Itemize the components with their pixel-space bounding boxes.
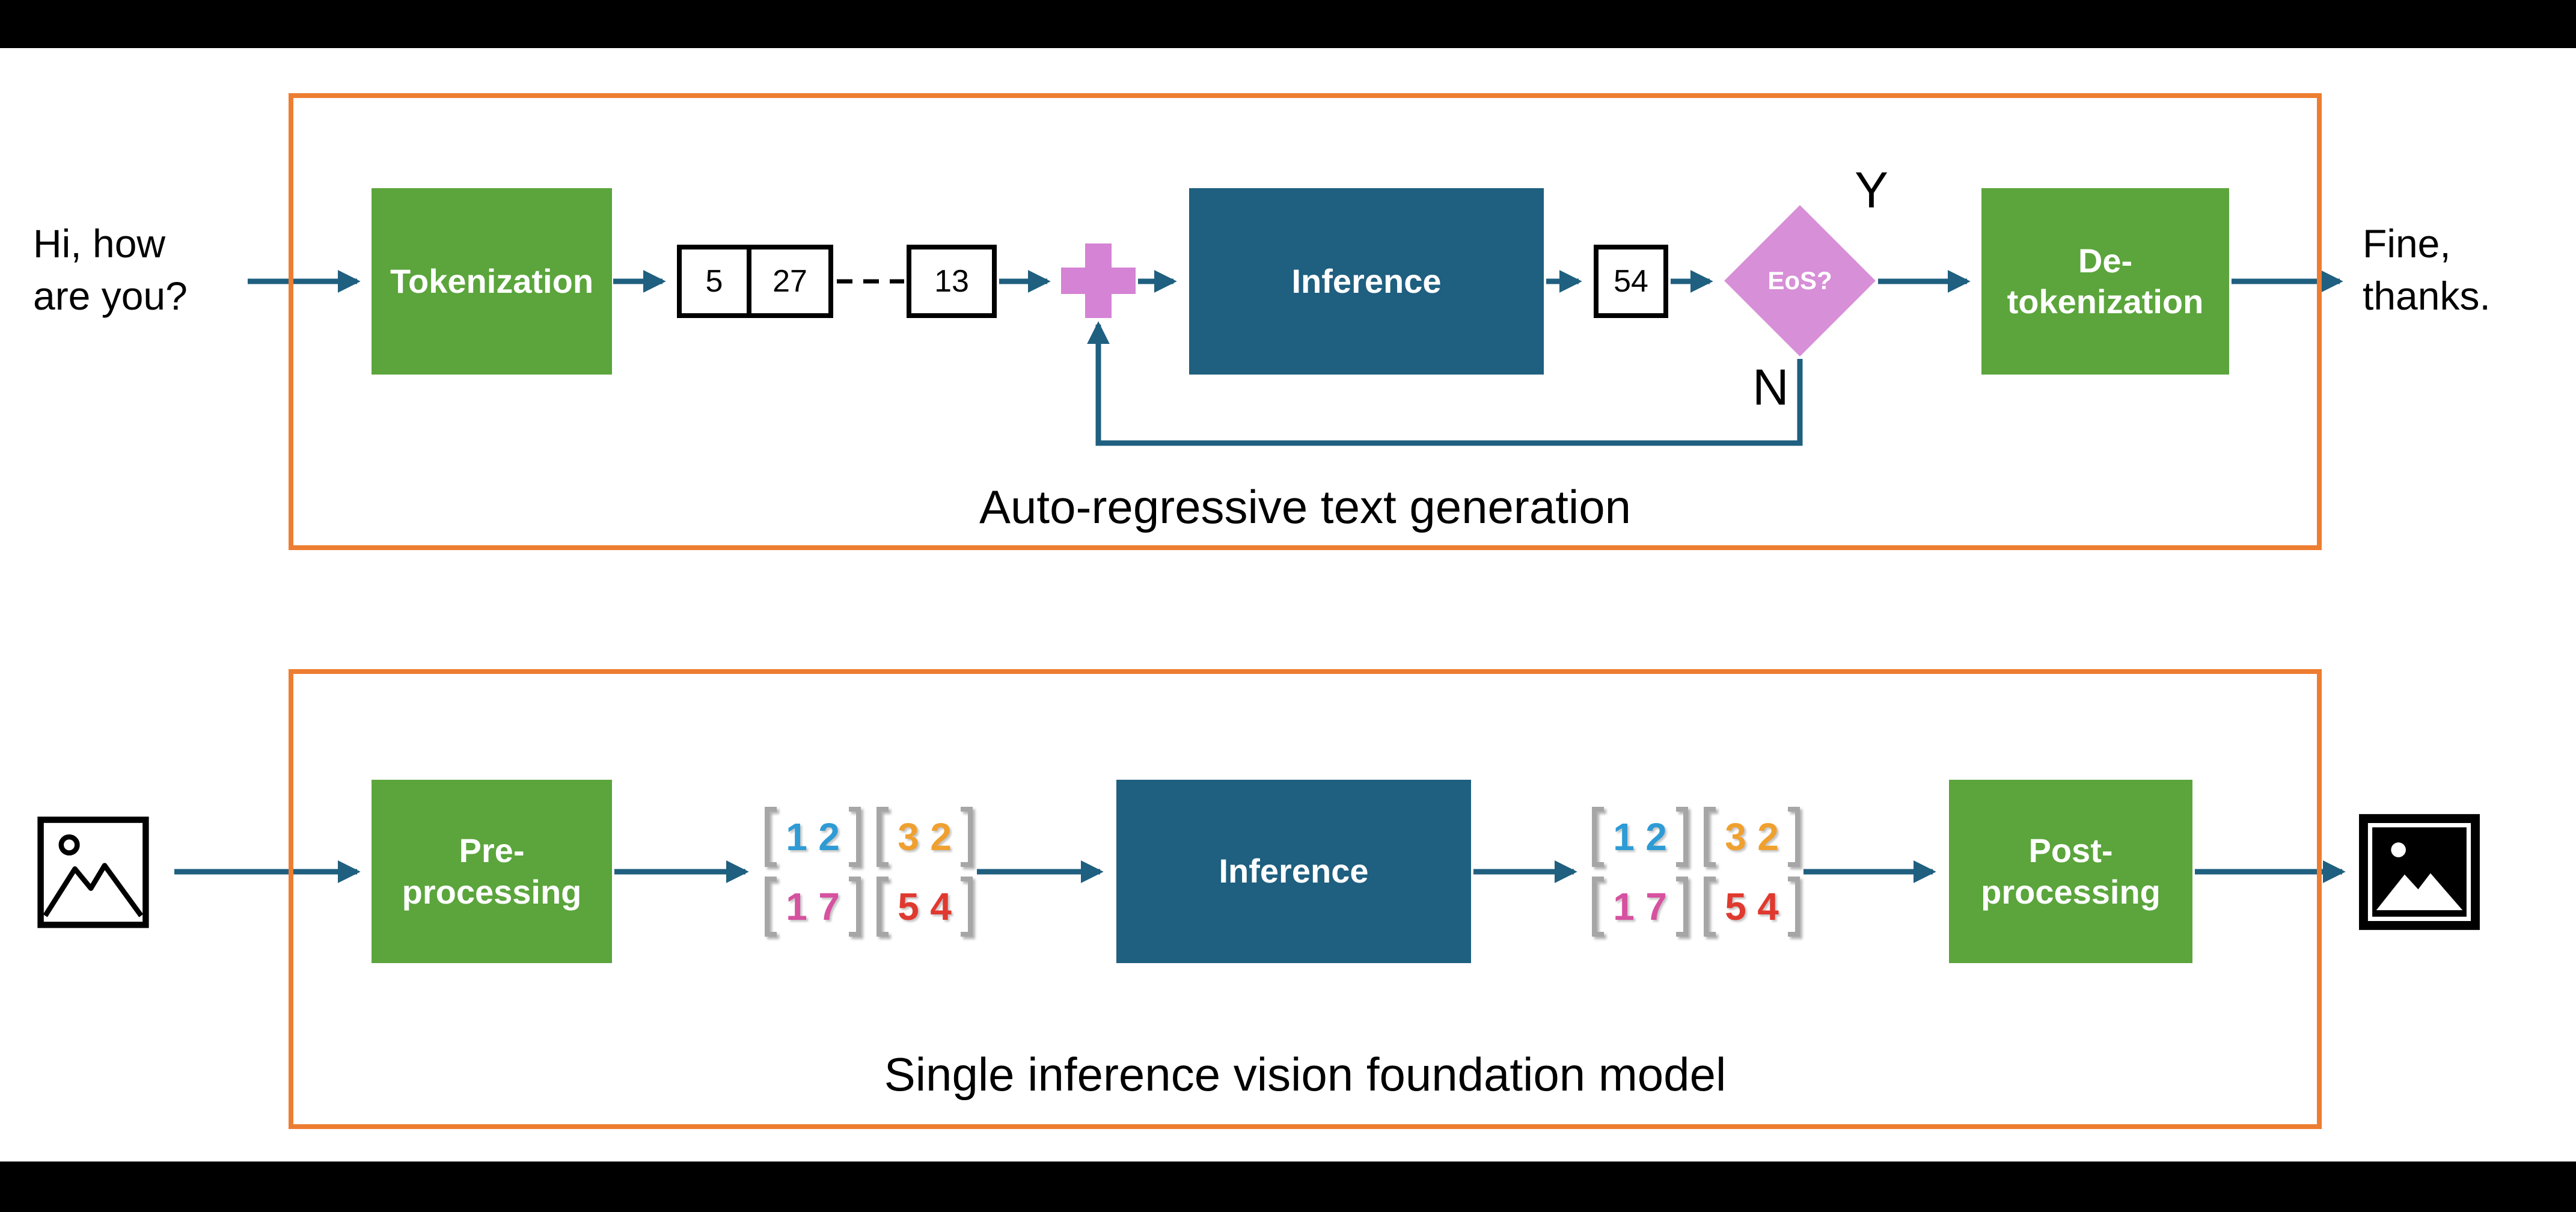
matrix-bracket-right-icon — [961, 807, 973, 867]
inference-label: Inference — [1219, 852, 1369, 890]
bottom-diagram-frame — [289, 669, 2322, 1129]
matrix-value: 2 — [1645, 815, 1667, 858]
input-text-line1: Hi, how — [33, 221, 166, 266]
matrix-value: 2 — [930, 815, 952, 858]
eos-label: EoS? — [1767, 266, 1832, 295]
matrix-bracket-right-icon — [961, 877, 973, 937]
detokenization-box: De- tokenization — [1981, 188, 2229, 375]
mini-matrix: 1 7 — [765, 877, 861, 937]
output-text-line2: thanks. — [2363, 274, 2491, 319]
yes-label: Y — [1855, 162, 1889, 218]
matrix-bracket-left-icon — [765, 807, 777, 867]
matrix-value: 2 — [818, 815, 840, 858]
top-diagram-caption: Auto-regressive text generation — [979, 480, 1631, 533]
matrix-bracket-right-icon — [849, 807, 861, 867]
matrix-value: 5 — [1725, 885, 1746, 928]
matrix-value: 1 — [1613, 815, 1635, 858]
token-cell: 13 — [907, 245, 997, 318]
matrix-value: 1 — [786, 885, 807, 928]
matrix-bracket-left-icon — [1704, 807, 1716, 867]
matrix-value: 4 — [1757, 885, 1779, 928]
plus-vertical-bar — [1085, 243, 1112, 318]
mini-matrix: 3 2 — [877, 807, 973, 867]
token-cell: 27 — [747, 245, 833, 318]
input-text-line2: are you? — [33, 274, 188, 319]
token-cell: 5 — [677, 245, 751, 318]
matrix-bracket-left-icon — [877, 807, 889, 867]
mini-matrix: 1 2 — [765, 807, 861, 867]
matrix-value: 4 — [930, 885, 952, 928]
matrix-value: 1 — [1613, 885, 1635, 928]
input-text: Hi, how are you? — [33, 218, 188, 322]
generated-token-cell: 54 — [1594, 245, 1668, 318]
matrix-bracket-right-icon — [1788, 807, 1800, 867]
inference-box-top: Inference — [1189, 188, 1544, 375]
tokenization-box: Tokenization — [372, 188, 612, 375]
matrix-value: 7 — [818, 885, 840, 928]
preprocessing-label-line1: Pre- — [459, 831, 525, 870]
matrix-bracket-left-icon — [765, 877, 777, 937]
matrix-bracket-right-icon — [1676, 877, 1688, 937]
mini-matrix: 1 2 — [1592, 807, 1688, 867]
input-image-icon — [37, 816, 149, 928]
mini-matrix: 5 4 — [877, 877, 973, 937]
tokenization-label: Tokenization — [390, 262, 594, 300]
output-text: Fine, thanks. — [2363, 218, 2491, 322]
mini-matrix: 5 4 — [1704, 877, 1800, 937]
no-label: N — [1752, 359, 1789, 415]
matrix-bracket-left-icon — [1704, 877, 1716, 937]
matrix-bracket-left-icon — [1592, 807, 1604, 867]
preprocessing-box: Pre- processing — [372, 780, 612, 963]
tensor-after-inference: 1 2 3 2 1 7 5 4 — [1592, 807, 1800, 937]
top-diagram-frame — [289, 93, 2322, 550]
matrix-bracket-left-icon — [877, 877, 889, 937]
matrix-value: 7 — [1645, 885, 1667, 928]
postprocessing-label-line1: Post- — [2028, 831, 2113, 870]
plus-icon — [1061, 243, 1136, 318]
matrix-value: 3 — [1725, 815, 1746, 858]
eos-decision-diamond: EoS? — [1724, 205, 1876, 357]
postprocessing-label-line2: processing — [1981, 872, 2161, 911]
output-text-line1: Fine, — [2363, 221, 2451, 266]
tensor-before-inference: 1 2 3 2 1 7 5 4 — [765, 807, 973, 937]
matrix-value: 1 — [786, 815, 807, 858]
detokenization-label-line1: De- — [2078, 241, 2133, 280]
preprocessing-label-line2: processing — [402, 872, 582, 911]
inference-box-bottom: Inference — [1116, 780, 1471, 963]
matrix-bracket-right-icon — [1676, 807, 1688, 867]
inference-label: Inference — [1291, 262, 1442, 300]
matrix-value: 2 — [1757, 815, 1779, 858]
matrix-value: 5 — [898, 885, 919, 928]
bottom-diagram-caption: Single inference vision foundation model — [884, 1048, 1727, 1101]
matrix-bracket-left-icon — [1592, 877, 1604, 937]
matrix-bracket-right-icon — [849, 877, 861, 937]
postprocessing-box: Post- processing — [1949, 780, 2192, 963]
detokenization-label-line2: tokenization — [2007, 283, 2204, 320]
mini-matrix: 1 7 — [1592, 877, 1688, 937]
output-image-icon — [2359, 814, 2480, 930]
feedback-loop-line — [1087, 321, 1803, 446]
mini-matrix: 3 2 — [1704, 807, 1800, 867]
matrix-value: 3 — [898, 815, 919, 858]
matrix-bracket-right-icon — [1788, 877, 1800, 937]
